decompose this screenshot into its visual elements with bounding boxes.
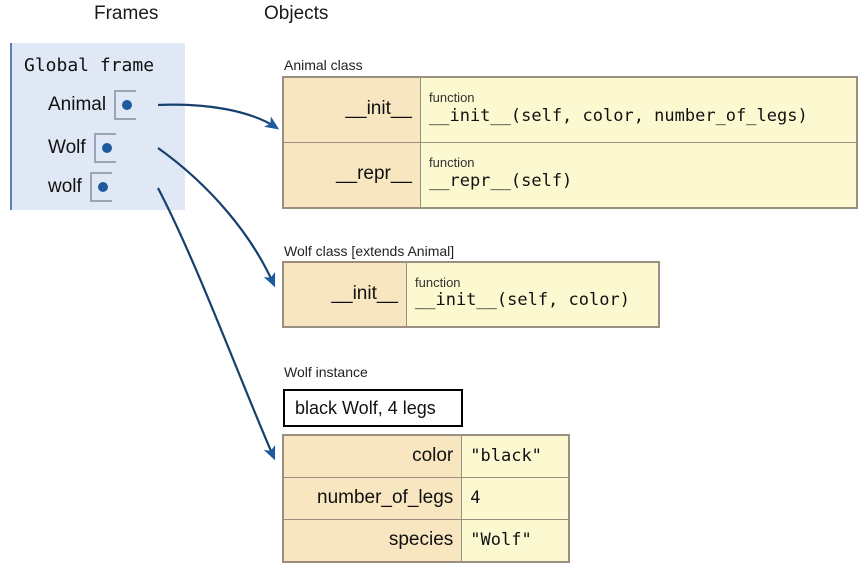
attribute-value: function __init__(self, color) [406,262,659,327]
frame-variable-slot [89,172,112,202]
function-signature: __init__(self, color, number_of_legs) [429,105,808,126]
arrow-wolf-instance-to-wolf-instance-object [157,187,276,461]
attribute-key: color [282,435,463,478]
pointer-dot-icon [122,100,133,110]
table-row: color "black" [282,435,569,478]
frames-column-heading: Frames [94,3,159,24]
animal-class-table: __init__ function __init__(self, color, … [282,76,858,209]
table-row: __init__ function __init__(self, color, … [283,77,857,143]
attribute-value: function __init__(self, color, number_of… [420,77,857,143]
attribute-value: "black" [461,435,569,478]
frame-variable-label: Animal [48,94,107,115]
value-type-label: function [429,90,475,106]
table-row: species "Wolf" [282,519,569,562]
function-signature: __repr__(self) [429,170,573,191]
table-row: number_of_legs 4 [282,477,569,520]
table-row: __init__ function __init__(self, color) [283,262,659,327]
wolf-instance-repr-box: black Wolf, 4 legs [283,389,463,427]
value-type-label: function [429,155,475,171]
table-row: __repr__ function __repr__(self) [283,142,857,208]
global-frame: Global frame [10,43,185,210]
value-type-label: function [415,274,461,290]
frame-variable-label: Wolf [48,137,86,158]
objects-column-heading: Objects [264,3,329,24]
attribute-key: __init__ [283,262,407,327]
frame-variable-wolf-class[interactable]: Wolf [48,133,116,163]
attribute-value: function __repr__(self) [420,142,857,208]
global-frame-title: Global frame [24,55,155,76]
wolf-instance-table: color "black" number_of_legs 4 species "… [282,434,570,563]
pointer-dot-icon [101,143,112,153]
attribute-value: "Wolf" [461,519,569,562]
wolf-class-caption: Wolf class [extends Animal] [284,243,455,259]
attribute-key: species [282,519,463,562]
attribute-key: number_of_legs [282,477,463,520]
attribute-value: 4 [461,477,569,520]
frame-variable-label: wolf [48,176,82,197]
animal-class-caption: Animal class [284,57,363,73]
pointer-dot-icon [97,182,108,192]
wolf-instance-caption: Wolf instance [284,364,368,380]
attribute-key: __repr__ [283,142,421,208]
frame-variable-animal[interactable]: Animal [48,90,137,120]
function-signature: __init__(self, color) [415,290,630,311]
frame-variable-slot [93,133,116,163]
attribute-key: __init__ [283,77,421,143]
wolf-class-table: __init__ function __init__(self, color) [282,261,660,328]
frame-variable-slot [114,90,137,120]
frame-variable-wolf-instance[interactable]: wolf [48,172,112,202]
